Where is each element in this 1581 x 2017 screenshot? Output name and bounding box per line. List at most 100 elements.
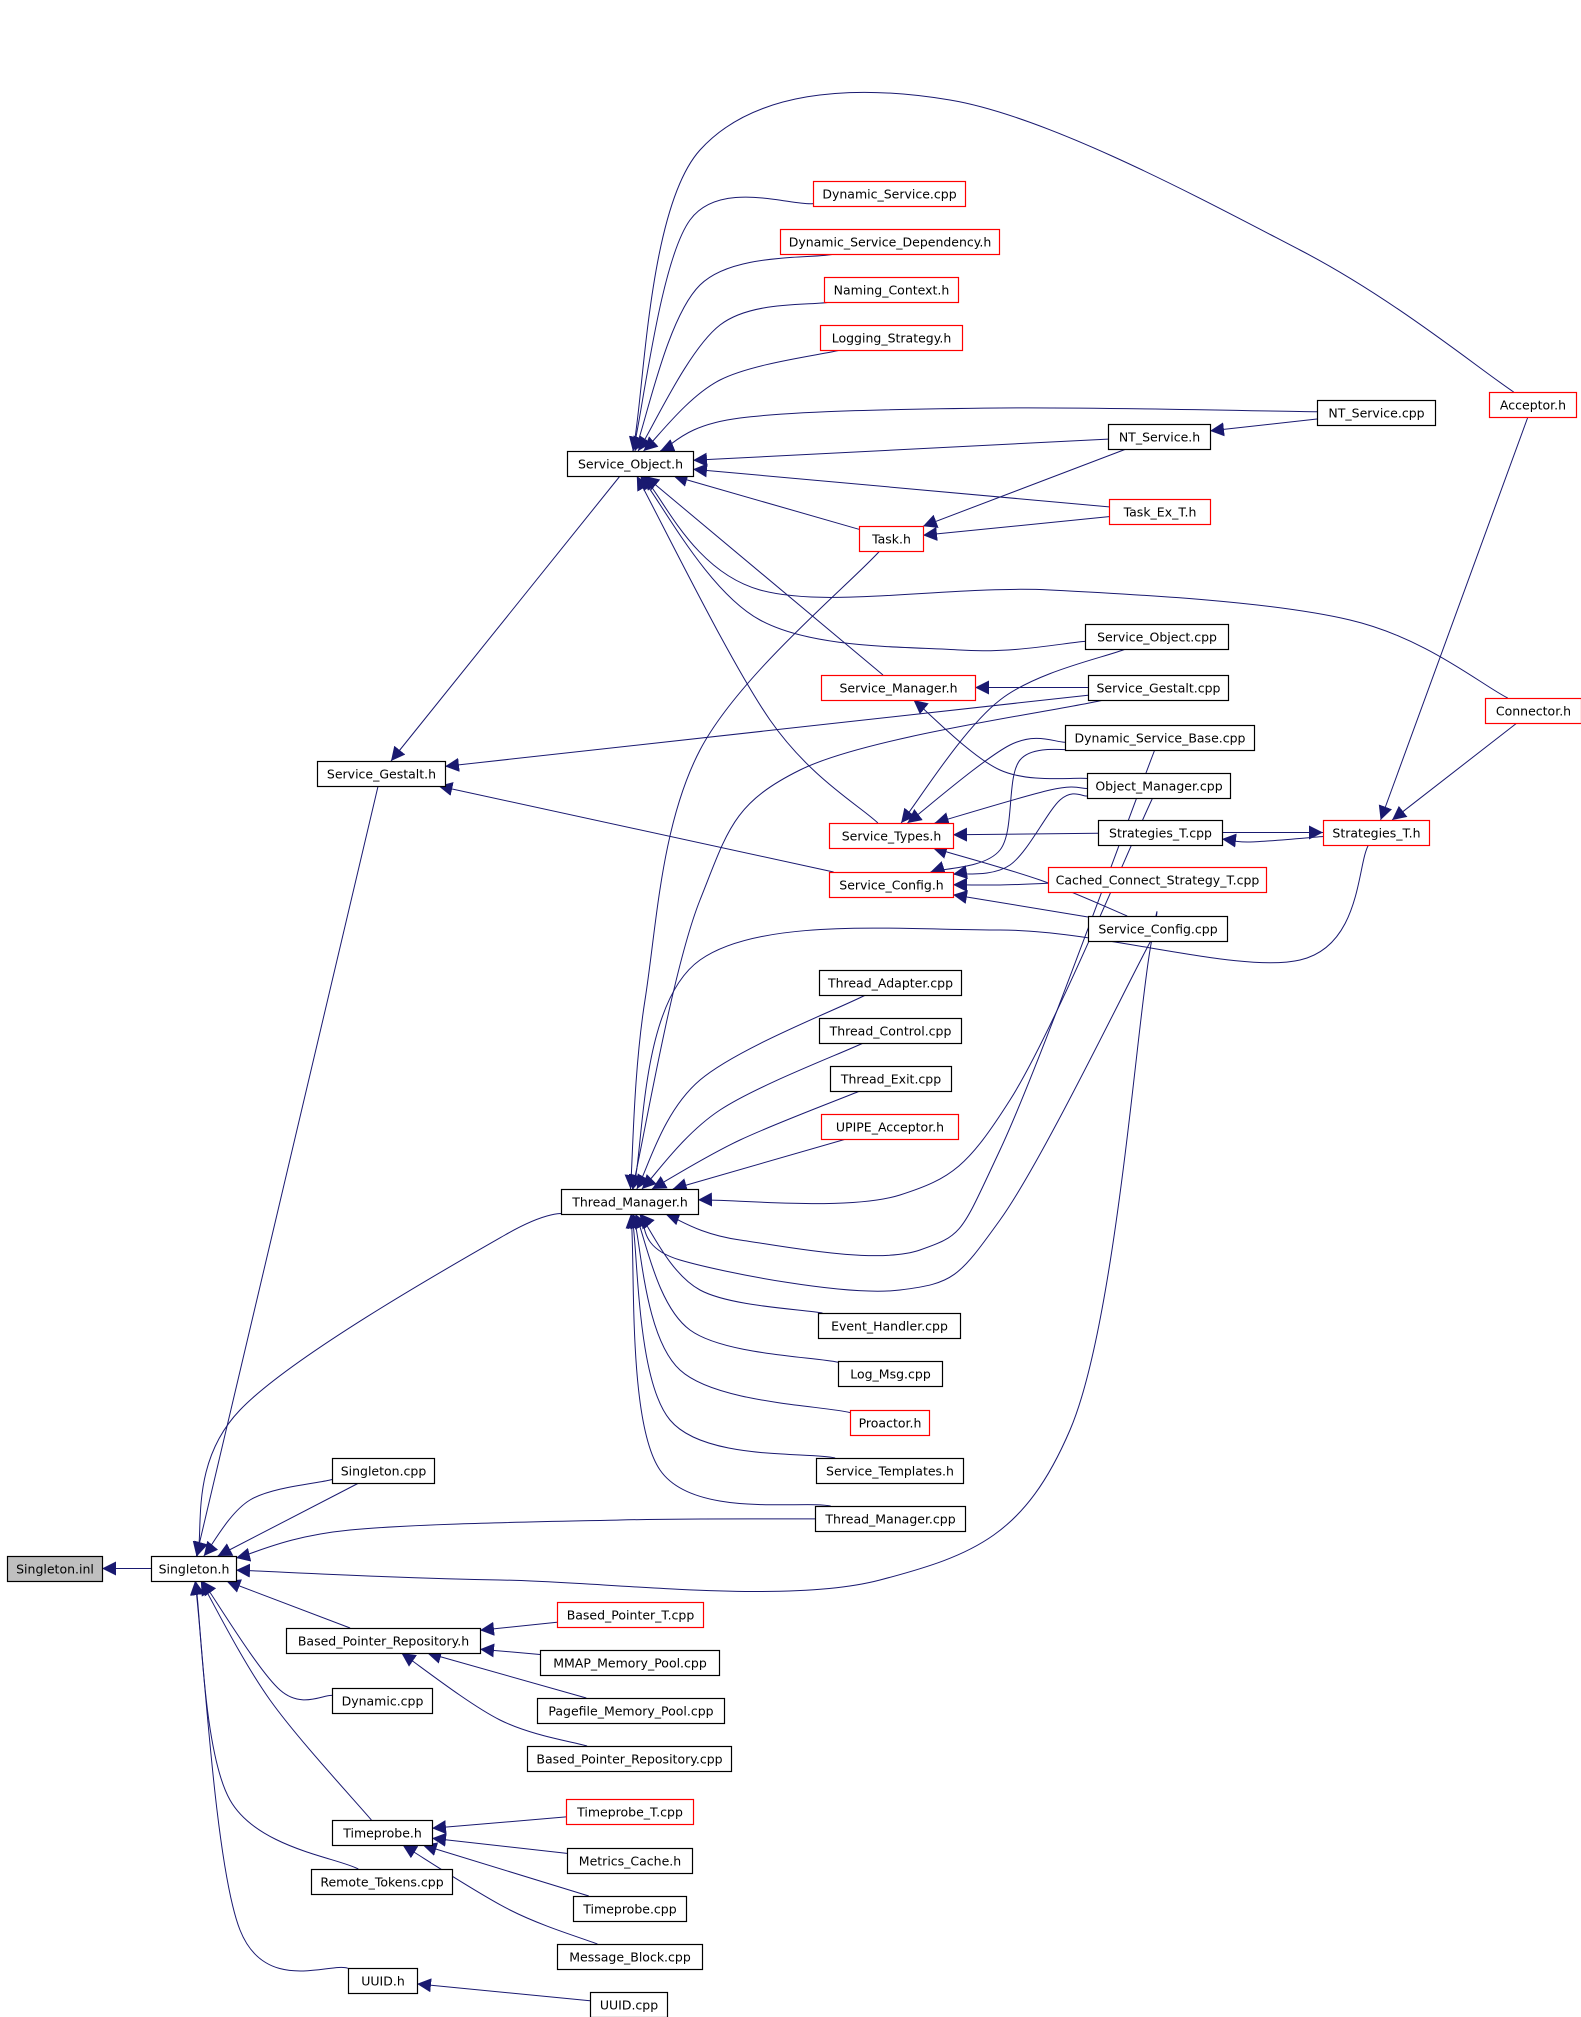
node-label: Timeprobe.h <box>342 1826 422 1841</box>
edge-nt_service_h-to-service_object_h <box>692 438 1109 467</box>
node-service-templates-h[interactable]: Service_Templates.h <box>815 1457 965 1485</box>
node-uuid-h[interactable]: UUID.h <box>347 1967 419 1995</box>
edge-mmap_memory_pool_cpp-to-based_pointer_repository_h <box>479 1643 541 1658</box>
node-box <box>812 180 967 208</box>
node-pagefile-memory-pool-cpp[interactable]: Pagefile_Memory_Pool.cpp <box>536 1697 726 1725</box>
node-connector-h[interactable]: Connector.h <box>1484 697 1581 725</box>
edge-service_gestalt_h-to-singleton_h <box>192 785 379 1557</box>
edge-object_manager_cpp-to-service_config_h <box>952 793 1088 880</box>
node-based-pointer-repository-h[interactable]: Based_Pointer_Repository.h <box>285 1627 482 1655</box>
node-box <box>1316 399 1437 427</box>
edge-naming_context_h-to-service_object_h <box>637 301 831 452</box>
node-box <box>1084 623 1230 651</box>
node-service-config-cpp[interactable]: Service_Config.cpp <box>1087 915 1229 943</box>
edge-line <box>673 473 860 530</box>
node-service-types-h[interactable]: Service_Types.h <box>828 822 955 850</box>
node-label: Naming_Context.h <box>834 283 950 298</box>
node-nt-service-h[interactable]: NT_Service.h <box>1107 423 1212 451</box>
node-thread-manager-h[interactable]: Thread_Manager.h <box>560 1188 700 1216</box>
node-strategies-t-cpp[interactable]: Strategies_T.cpp <box>1097 819 1224 847</box>
edge-uuid_h-to-singleton_h <box>189 1580 349 1972</box>
node-metrics-cache-h[interactable]: Metrics_Cache.h <box>566 1847 694 1875</box>
node-dynamic-service-dependency-h[interactable]: Dynamic_Service_Dependency.h <box>779 228 1001 256</box>
node-event-handler-cpp[interactable]: Event_Handler.cpp <box>817 1312 962 1340</box>
edge-message_block_cpp-to-timeprobe_h <box>402 1844 598 1945</box>
node-proactor-h[interactable]: Proactor.h <box>849 1409 931 1437</box>
edge-nt_service_h-to-task_h <box>922 448 1127 528</box>
node-acceptor-h[interactable]: Acceptor.h <box>1488 391 1578 419</box>
edge-timeprobe_cpp-to-timeprobe_h <box>422 1842 589 1897</box>
node-thread-exit-cpp[interactable]: Thread_Exit.cpp <box>829 1065 953 1093</box>
node-log-msg-cpp[interactable]: Log_Msg.cpp <box>837 1360 944 1388</box>
node-label: UUID.cpp <box>600 1998 658 2013</box>
node-message-block-cpp[interactable]: Message_Block.cpp <box>556 1943 704 1971</box>
node-box <box>347 1967 419 1995</box>
node-service-manager-h[interactable]: Service_Manager.h <box>820 674 977 702</box>
edge-object_manager_cpp-to-service_manager_h <box>913 699 1088 780</box>
node-dynamic-cpp[interactable]: Dynamic.cpp <box>331 1687 434 1715</box>
node-mmap-memory-pool-cpp[interactable]: MMAP_Memory_Pool.cpp <box>539 1649 721 1677</box>
edge-line <box>952 890 1089 918</box>
edge-line <box>697 797 1154 1207</box>
edge-line <box>390 475 621 762</box>
edge-uuid_cpp-to-uuid_h <box>416 1978 591 2002</box>
node-remote-tokens-cpp[interactable]: Remote_Tokens.cpp <box>310 1868 454 1896</box>
edge-line <box>644 475 884 676</box>
node-object-manager-cpp[interactable]: Object_Manager.cpp <box>1086 772 1232 800</box>
node-dynamic-service-base-cpp[interactable]: Dynamic_Service_Base.cpp <box>1064 724 1256 752</box>
edge-thread_manager_cpp-to-singleton_h <box>235 1518 816 1562</box>
node-service-gestalt-h[interactable]: Service_Gestalt.h <box>316 760 447 788</box>
edge-line <box>952 877 1049 892</box>
node-box <box>849 1409 931 1437</box>
edge-object_manager_cpp-to-service_types_h <box>934 786 1088 826</box>
edge-line <box>479 1621 558 1636</box>
node-cached-connect-strategy-t-cpp[interactable]: Cached_Connect_Strategy_T.cpp <box>1047 866 1268 894</box>
node-logging-strategy-h[interactable]: Logging_Strategy.h <box>819 324 964 352</box>
node-upipe-acceptor-h[interactable]: UPIPE_Acceptor.h <box>820 1113 960 1141</box>
edge-thread_exit_cpp-to-thread_manager_h <box>651 1090 861 1190</box>
edge-connector_h-to-service_object_h <box>642 475 1508 699</box>
edge-line <box>416 1978 591 2002</box>
edge-line <box>628 699 1104 1190</box>
edge-object_manager_cpp-to-thread_manager_h <box>697 797 1154 1207</box>
node-nt-service-cpp[interactable]: NT_Service.cpp <box>1316 399 1437 427</box>
node-dynamic-service-cpp[interactable]: Dynamic_Service.cpp <box>812 180 967 208</box>
node-timeprobe-cpp[interactable]: Timeprobe.cpp <box>572 1895 688 1923</box>
node-strategies-t-h[interactable]: Strategies_T.h <box>1322 819 1431 847</box>
node-naming-context-h[interactable]: Naming_Context.h <box>823 276 960 304</box>
node-based-pointer-t-cpp[interactable]: Based_Pointer_T.cpp <box>556 1601 705 1629</box>
node-based-pointer-repository-cpp[interactable]: Based_Pointer_Repository.cpp <box>526 1745 733 1773</box>
edge-event_handler_cpp-to-thread_manager_h <box>639 1213 823 1314</box>
node-task-ex-t-h[interactable]: Task_Ex_T.h <box>1108 498 1212 526</box>
edge-line <box>640 475 1086 652</box>
node-uuid-cpp[interactable]: UUID.cpp <box>589 1991 669 2017</box>
edge-line <box>427 1650 587 1699</box>
node-label: Thread_Adapter.cpp <box>827 976 953 991</box>
node-label: Singleton.inl <box>16 1562 94 1577</box>
node-service-gestalt-cpp[interactable]: Service_Gestalt.cpp <box>1087 674 1230 702</box>
node-label: Logging_Strategy.h <box>832 331 952 346</box>
node-timeprobe-h[interactable]: Timeprobe.h <box>331 1819 434 1847</box>
edge-service_gestalt_cpp-to-service_gestalt_h <box>444 694 1089 772</box>
node-thread-control-cpp[interactable]: Thread_Control.cpp <box>818 1017 963 1045</box>
node-service-config-h[interactable]: Service_Config.h <box>828 871 955 899</box>
node-service-object-cpp[interactable]: Service_Object.cpp <box>1084 623 1230 651</box>
node-singleton-h[interactable]: Singleton.h <box>150 1555 238 1583</box>
node-box <box>818 969 963 997</box>
node-box <box>823 276 960 304</box>
node-box <box>536 1697 726 1725</box>
edge-line <box>913 699 1088 780</box>
node-box <box>1322 819 1431 847</box>
node-label: Thread_Control.cpp <box>829 1024 952 1039</box>
node-thread-adapter-cpp[interactable]: Thread_Adapter.cpp <box>818 969 963 997</box>
node-timeprobe-t-cpp[interactable]: Timeprobe_T.cpp <box>565 1798 695 1826</box>
node-service-object-h[interactable]: Service_Object.h <box>566 450 695 478</box>
node-box <box>818 1017 963 1045</box>
node-task-h[interactable]: Task.h <box>858 525 925 553</box>
node-thread-manager-cpp[interactable]: Thread_Manager.cpp <box>814 1505 967 1533</box>
edge-line <box>633 253 836 452</box>
node-singleton-cpp[interactable]: Singleton.cpp <box>331 1457 436 1485</box>
node-label: Service_Object.h <box>578 457 683 472</box>
node-box <box>566 1847 694 1875</box>
